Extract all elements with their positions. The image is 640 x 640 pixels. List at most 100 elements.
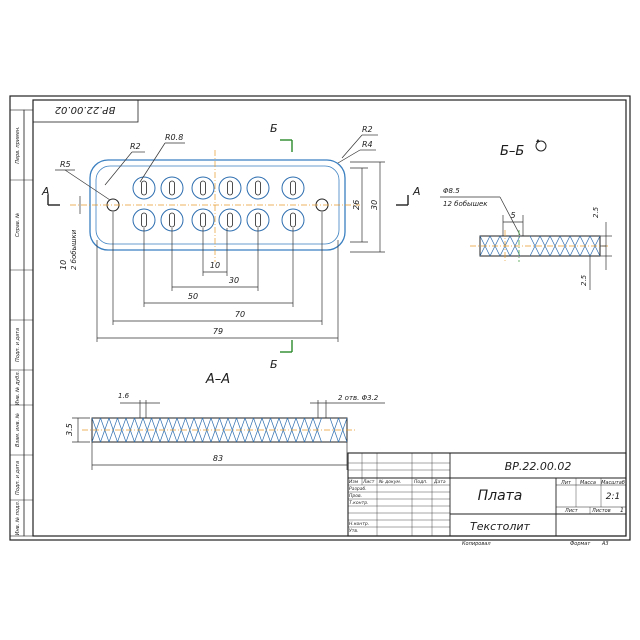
hatch-cell: [338, 417, 348, 443]
cut-letter-a-right: А: [412, 185, 421, 198]
boss-0-2: [191, 176, 215, 200]
hatch-cell: [227, 417, 237, 443]
boss-slot-0-3: [227, 180, 233, 196]
stamp-label-0: Перв. примен.: [15, 126, 21, 164]
dim-25a: 2.5: [592, 206, 600, 218]
boss-0-3: [218, 176, 242, 200]
dim-79: 79: [213, 327, 223, 336]
tb-row-list: Лист: [362, 479, 375, 485]
boss-1-5: [281, 208, 305, 232]
tb-scale-value: 2:1: [606, 492, 620, 502]
stamp-label-1: Справ. №: [15, 213, 21, 237]
tb-sheets: Листов: [591, 508, 611, 514]
main-view: [70, 150, 360, 262]
rotated-view-icon: [535, 140, 547, 152]
dim-35: 3.5: [65, 423, 74, 436]
dim-r5: R5: [60, 160, 71, 169]
cut-letter-a-left: А: [41, 185, 50, 198]
tb-row-doc: № докум.: [378, 479, 401, 485]
dim-30-right: 30: [370, 200, 379, 210]
tb-part-name: Плата: [478, 488, 523, 504]
boss-1-2: [191, 208, 215, 232]
hatch-cell: [219, 417, 229, 443]
stamp-label-3: Инв. № дубл.: [15, 371, 21, 405]
dim-10-left: 10: [59, 260, 68, 270]
copied-label: Копировал: [462, 541, 491, 547]
section-a: А–А 1.6 2 отв. Φ3.2 3.5 83: [65, 372, 385, 470]
dim-26: 26: [352, 200, 361, 210]
format-value: А3: [601, 541, 609, 547]
tb-razrab: Разраб.: [349, 486, 367, 492]
boss-slot-0-2: [200, 180, 206, 196]
title-block-text: ВР.22.00.02 Плата Текстолит Лит Масса Ма…: [349, 460, 625, 534]
dim-r2-top: R2: [130, 142, 141, 151]
tb-row-izm: Изм: [349, 479, 359, 485]
mirrored-number: ВР.22.00.02: [55, 104, 116, 115]
boss-slot-0-4: [255, 180, 261, 196]
hatch-cell: [142, 417, 152, 443]
hatch-cell: [559, 235, 571, 257]
boss-0-5: [281, 176, 305, 200]
dim-r4: R4: [362, 140, 373, 149]
dim-25b: 2.5: [580, 274, 588, 286]
cut-letter-b-bottom: Б: [270, 358, 278, 371]
tb-col-lit: Лит: [560, 480, 572, 486]
boss-slot-1-3: [227, 212, 233, 228]
tb-sheets-value: 1: [620, 507, 624, 514]
boss-slot-1-5: [290, 212, 296, 228]
boss-0-1: [160, 176, 184, 200]
hatch-cell: [108, 417, 118, 443]
outer-frame: [9, 95, 631, 541]
boss-1-4: [246, 208, 270, 232]
boss-slot-1-0: [141, 212, 147, 228]
dim-70: 70: [235, 310, 245, 319]
tb-nkontr: Н.контр.: [349, 521, 369, 527]
dim-16: 1.6: [118, 392, 130, 400]
boss-1-0: [132, 208, 156, 232]
tb-tkontr: Т.контр.: [349, 500, 369, 506]
boss-0-4: [246, 176, 270, 200]
stamp-label-2: Подп. и дата: [15, 328, 21, 362]
boss-slot-0-5: [290, 180, 296, 196]
section-a-label: А–А: [205, 372, 230, 387]
stamp-label-4: Взам. инв. №: [15, 413, 21, 447]
boss-slot-0-1: [169, 180, 175, 196]
rotate-arrow-icon: [536, 139, 540, 142]
tb-row-date: Дата: [433, 479, 446, 485]
tb-prov: Пров.: [349, 493, 362, 499]
stamp-label-5: Подп. и дата: [15, 461, 21, 495]
section-b-label: Б–Б: [500, 144, 524, 159]
stamp-label-6: Инв. № подл.: [15, 501, 21, 536]
hatch-cell: [193, 417, 203, 443]
dim-5: 5: [510, 211, 515, 220]
hatch-cell: [304, 417, 314, 443]
dim-12-bosses: 12 бобышек: [443, 200, 488, 208]
tb-col-scale: Масштаб: [601, 480, 625, 486]
boss-slot-0-0: [141, 180, 147, 196]
dim-r08: R0.8: [165, 133, 183, 142]
main-view-dimensions: R2 R0.8 R5 R2 R4 10 2 бобышки 10 30 50 7…: [55, 125, 385, 342]
dim-holes: 2 отв. Φ3.2: [338, 394, 379, 402]
tb-col-mass: Масса: [580, 480, 596, 486]
tb-row-sign: Подп.: [414, 479, 428, 485]
section-b: Б–Б Φ8.5 12 бобышек 5 2.5 2.5: [440, 139, 612, 290]
hatch-cell: [529, 235, 541, 257]
dim-30: 30: [229, 276, 239, 285]
dim-phi85: Φ8.5: [443, 187, 460, 195]
format-label: Формат: [570, 541, 591, 547]
dim-10: 10: [210, 261, 220, 270]
cut-b-markers: Б Б: [270, 122, 293, 371]
tb-material: Текстолит: [470, 520, 530, 533]
hatch-cell: [117, 417, 127, 443]
hatch-cell: [151, 417, 161, 443]
dim-50: 50: [188, 292, 198, 301]
title-block: [347, 452, 627, 537]
hatch-cell: [253, 417, 263, 443]
boss-1-1: [160, 208, 184, 232]
bosses-group: [132, 176, 305, 232]
tb-utv: Утв.: [349, 528, 358, 534]
boss-slot-1-4: [255, 212, 261, 228]
left-stamp: Перв. примен. Справ. № Подп. и дата Инв.…: [9, 109, 34, 537]
